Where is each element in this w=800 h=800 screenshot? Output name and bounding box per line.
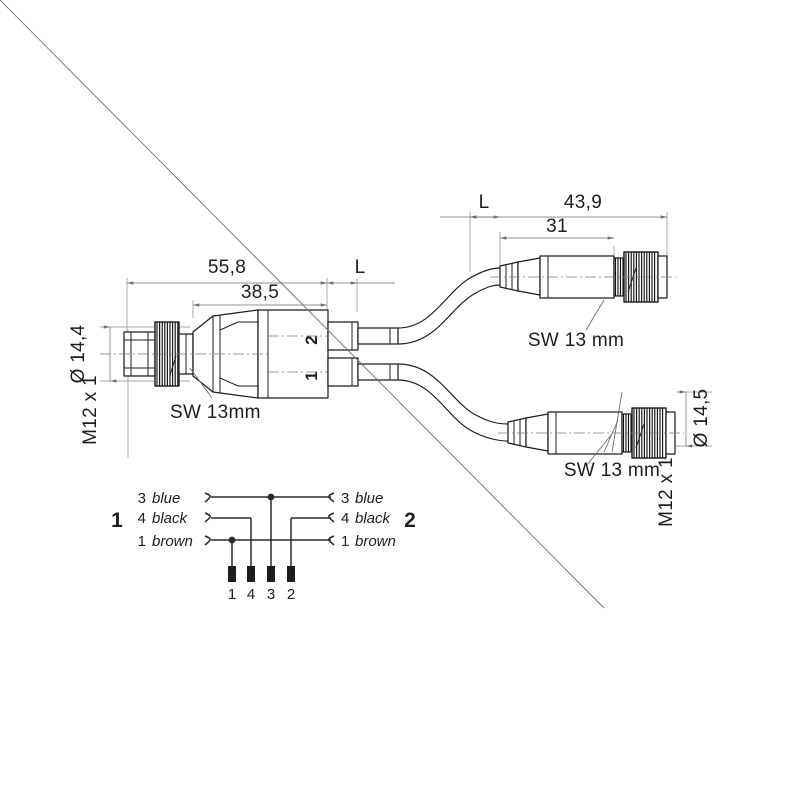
wiring-right-pin-2-number: 1 bbox=[341, 533, 349, 550]
dim-left-body: 38,5 bbox=[241, 282, 279, 303]
dim-left-thread: M12 x 1 bbox=[80, 375, 101, 445]
junction-dot-brown bbox=[228, 536, 236, 544]
terminal-pin-0 bbox=[228, 566, 236, 582]
wiring-left-pin-2-color: brown bbox=[152, 533, 193, 550]
branch-label-lower: 1 bbox=[302, 371, 321, 380]
terminal-pin-1 bbox=[247, 566, 255, 582]
dim-left-tail: L bbox=[355, 257, 366, 278]
wiring-right-pin-0-color: blue bbox=[355, 490, 383, 507]
callout-left-sw: SW 13mm bbox=[170, 402, 261, 423]
callout-leaders bbox=[0, 0, 623, 609]
wiring-right-pin-1-color: black bbox=[355, 510, 392, 527]
wiring-diagram: 1 2 3 blue 4 black 1 brown 3 blue 4 blac… bbox=[111, 490, 416, 603]
wiring-left-pin-1-color: black bbox=[152, 510, 189, 527]
dim-left-diameter: Ø 14,4 bbox=[68, 324, 89, 383]
branch-label-upper: 2 bbox=[302, 335, 321, 344]
terminal-pin-3 bbox=[287, 566, 295, 582]
wiring-left-pin-2-number: 1 bbox=[138, 533, 146, 550]
callout-top-right-sw: SW 13 mm bbox=[528, 330, 624, 351]
terminal-number-0: 1 bbox=[228, 586, 236, 603]
wiring-left-pin-1-number: 4 bbox=[138, 510, 146, 527]
knurled-nut-icon-top bbox=[625, 252, 656, 302]
left-dimension-group bbox=[126, 278, 395, 352]
junction-dot-blue bbox=[267, 493, 275, 501]
wiring-left-pin-0-color: blue bbox=[152, 490, 180, 507]
wiring-right-pin-0-number: 3 bbox=[341, 490, 349, 507]
dim-right-thread: M12 x 1 bbox=[656, 457, 677, 527]
dim-right-body: 31 bbox=[546, 216, 568, 237]
cable-lower-branch bbox=[327, 357, 509, 442]
wiring-left-pin-0-number: 3 bbox=[138, 490, 146, 507]
dim-right-tail: L bbox=[479, 192, 490, 213]
splitter-body-icon: 2 1 bbox=[100, 309, 360, 399]
right-dimension-group bbox=[440, 212, 668, 290]
female-connector-top bbox=[490, 251, 676, 303]
wiring-left-group-label: 1 bbox=[111, 509, 123, 532]
wiring-right-pin-1-number: 4 bbox=[341, 510, 349, 527]
cable-upper-branch bbox=[327, 267, 501, 351]
wiring-right-group-label: 2 bbox=[404, 509, 416, 532]
terminal-pin-2 bbox=[267, 566, 275, 582]
dim-right-overall: 43,9 bbox=[564, 192, 602, 213]
wiring-right-pin-2-color: brown bbox=[355, 533, 396, 550]
dim-right-diameter: Ø 14,5 bbox=[691, 389, 712, 448]
callout-bottom-right-sw: SW 13 mm bbox=[564, 460, 660, 481]
terminal-number-3: 2 bbox=[287, 586, 295, 603]
dim-left-overall: 55,8 bbox=[208, 257, 246, 278]
terminal-number-1: 4 bbox=[247, 586, 255, 603]
terminal-number-2: 3 bbox=[267, 586, 275, 603]
female-connector-bottom bbox=[498, 407, 684, 459]
